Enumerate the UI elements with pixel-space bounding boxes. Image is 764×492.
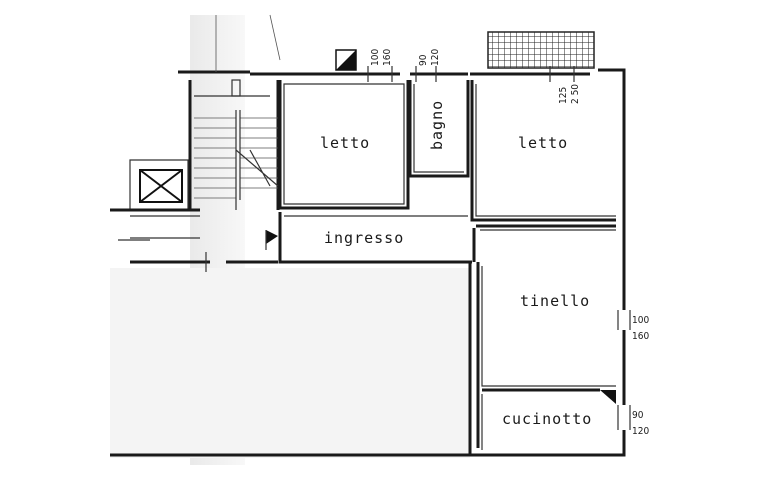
entry-door-icon (265, 230, 278, 250)
window-3-top: 125 (558, 87, 569, 104)
vent-triangle-top-fill (336, 50, 356, 70)
window-1-bottom: 160 (382, 49, 393, 66)
room-cucinotto: cucinotto (502, 410, 592, 428)
window-2-top: 90 (418, 54, 429, 66)
window-marks (367, 66, 631, 430)
top-left-lines (215, 14, 281, 72)
room-ingresso: ingresso (324, 229, 404, 247)
room-tinello: tinello (520, 292, 590, 310)
terrace-grid (487, 31, 595, 69)
window-5-bottom: 120 (632, 426, 649, 437)
window-1-top: 100 (370, 49, 381, 66)
exterior-walls (110, 68, 626, 457)
room-bagno: bagno (428, 100, 446, 150)
room-letto-left: letto (320, 134, 370, 152)
vent-triangle-kitchen (600, 390, 616, 404)
room-letto-right: letto (518, 134, 568, 152)
window-3-bottom: 2 50 (570, 84, 581, 104)
paper-shade-bottom (110, 268, 470, 458)
window-4-top: 100 (632, 315, 649, 326)
interior-walls (278, 80, 616, 455)
stairwell (110, 79, 280, 272)
window-5-top: 90 (632, 410, 644, 421)
window-4-bottom: 160 (632, 331, 649, 342)
lift-cross-icon (139, 169, 183, 203)
window-2-bottom: 120 (430, 49, 441, 66)
